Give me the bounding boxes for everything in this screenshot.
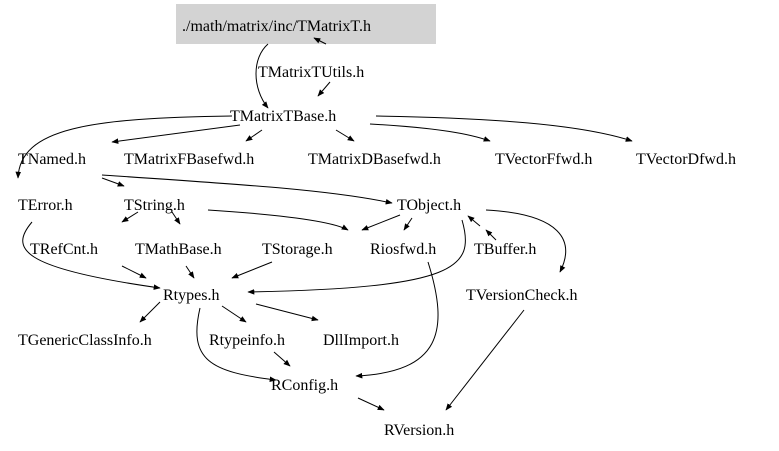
edge-TObject-to-TBuffer bbox=[467, 215, 481, 227]
edge-TNamed-to-TString bbox=[101, 177, 125, 187]
node-TNamed[interactable]: TNamed.h bbox=[18, 151, 86, 168]
node-TMatrixTUtils[interactable]: TMatrixTUtils.h bbox=[258, 64, 364, 81]
node-TVersionCheck[interactable]: TVersionCheck.h bbox=[466, 287, 578, 304]
edge-TObject-to-Rtypes bbox=[247, 219, 466, 295]
edge-TMathBase-to-Rtypes bbox=[185, 265, 195, 279]
node-TError[interactable]: TError.h bbox=[18, 197, 73, 214]
node-TGenericClassInfo[interactable]: TGenericClassInfo.h bbox=[18, 332, 152, 349]
edge-TVersionCheck-to-RVersion bbox=[445, 309, 525, 411]
node-TVectorFfwd[interactable]: TVectorFfwd.h bbox=[495, 151, 592, 168]
node-TStorage[interactable]: TStorage.h bbox=[262, 241, 333, 258]
edge-TString-to-TMathBase bbox=[171, 211, 181, 225]
edge-RConfig-to-RVersion bbox=[357, 397, 385, 411]
node-TMatrixTBase[interactable]: TMatrixTBase.h bbox=[230, 108, 336, 125]
edges-layer bbox=[15, 37, 633, 411]
edge-TObject-to-TStorage bbox=[403, 217, 413, 231]
node-RConfig[interactable]: RConfig.h bbox=[271, 377, 338, 394]
node-TBuffer[interactable]: TBuffer.h bbox=[474, 241, 536, 258]
node-Rtypeinfo[interactable]: Rtypeinfo.h bbox=[209, 332, 285, 349]
edge-TMatrixTBase-to-TError bbox=[15, 115, 233, 179]
node-TVectorDfwd[interactable]: TVectorDfwd.h bbox=[636, 151, 736, 168]
node-TString[interactable]: TString.h bbox=[124, 197, 185, 214]
node-DllImport[interactable]: DllImport.h bbox=[323, 332, 399, 349]
edge-TObject-to-Riosfwd bbox=[361, 214, 401, 231]
edge-TMatrixTBase-to-TVectorDfwd bbox=[375, 115, 633, 142]
edge-Rtypes-to-DllImport bbox=[255, 303, 319, 322]
node-RVersion[interactable]: RVersion.h bbox=[384, 422, 454, 439]
node-TMatrixFBasefwd[interactable]: TMatrixFBasefwd.h bbox=[124, 151, 254, 168]
root-node-box bbox=[176, 4, 436, 44]
nodes-layer: ./math/matrix/inc/TMatrixT.hTMatrixTUtil… bbox=[18, 18, 736, 439]
edge-Rtypeinfo-to-RConfig bbox=[273, 351, 291, 367]
edge-TStorage-to-Rtypes bbox=[231, 261, 273, 279]
node-TMatrixDBasefwd[interactable]: TMatrixDBasefwd.h bbox=[308, 151, 441, 168]
edge-TMatrixTBase-to-TNamed bbox=[111, 124, 241, 144]
node-Riosfwd[interactable]: Riosfwd.h bbox=[370, 241, 436, 258]
edge-TString-to-TRefCnt bbox=[121, 211, 139, 223]
edge-TString-to-Riosfwd bbox=[207, 209, 349, 231]
edge-Rtypes-to-RConfig bbox=[196, 307, 277, 383]
edge-TMatrixTBase-to-TMatrixFBasefwd bbox=[245, 129, 263, 142]
edge-TError-to-Rtypes bbox=[22, 221, 161, 290]
edge-TBuffer-to-TObject bbox=[485, 229, 497, 241]
edge-TObject-to-TVersionCheck bbox=[485, 209, 567, 273]
edge-TRefCnt-to-Rtypes bbox=[121, 265, 147, 279]
edge-root-to-TMatrixTUtils bbox=[313, 37, 327, 45]
edge-root-to-TMatrixTBase bbox=[255, 43, 269, 109]
edge-TMatrixTBase-to-TVectorFfwd bbox=[369, 123, 491, 142]
node-TRefCnt[interactable]: TRefCnt.h bbox=[30, 241, 98, 258]
edge-TMatrixTBase-to-TMatrixDBasefwd bbox=[335, 129, 355, 142]
edge-Rtypes-to-Rtypeinfo bbox=[221, 305, 247, 323]
node-Rtypes[interactable]: Rtypes.h bbox=[163, 287, 219, 304]
edge-Riosfwd-to-RConfig bbox=[355, 261, 439, 379]
node-TMathBase[interactable]: TMathBase.h bbox=[135, 241, 222, 258]
edge-TMatrixTUtils-to-TMatrixTBase bbox=[317, 81, 331, 97]
edge-Rtypes-to-TGenericClassInfo bbox=[139, 301, 161, 323]
node-root[interactable]: ./math/matrix/inc/TMatrixT.h bbox=[182, 18, 371, 35]
edge-TNamed-to-TObject bbox=[101, 174, 393, 205]
node-TObject[interactable]: TObject.h bbox=[397, 197, 461, 214]
